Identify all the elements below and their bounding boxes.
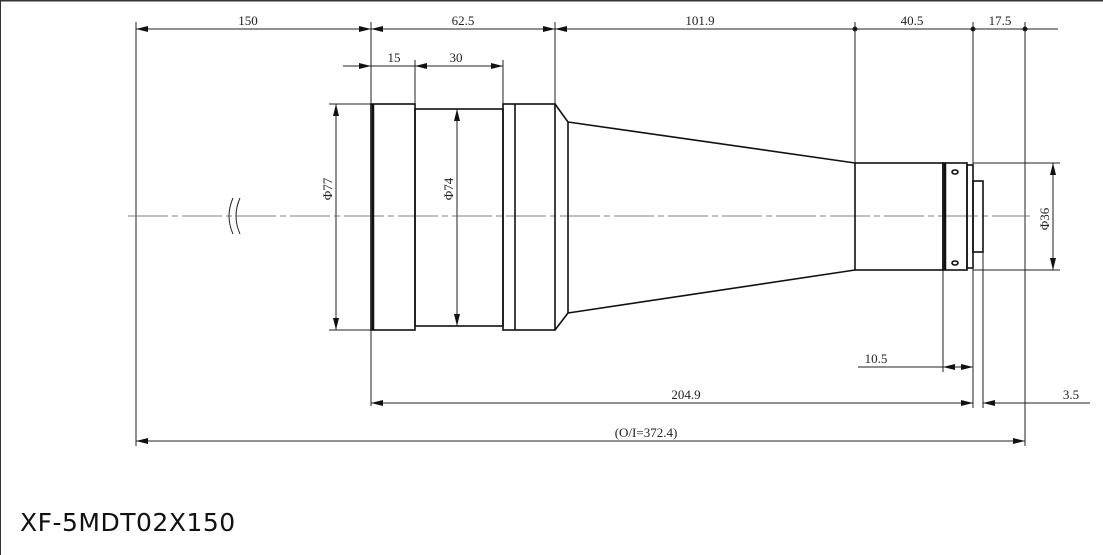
lens-body [370, 103, 984, 331]
dim-dia-74: Φ74 [441, 177, 456, 200]
dim-dia-36: Φ36 [1037, 207, 1052, 230]
dim-17-5: 17.5 [989, 13, 1012, 28]
dim-62-5: 62.5 [452, 13, 475, 28]
model-title: XF-5MDT02X150 [20, 508, 236, 537]
dim-3-5: 3.5 [1063, 387, 1079, 402]
break-symbol [228, 197, 241, 235]
extension-lines [135, 22, 1060, 446]
dim-101-9: 101.9 [685, 13, 714, 28]
dim-object-image: (O/I=372.4) [615, 425, 678, 440]
dimension-lines [136, 26, 1090, 444]
dim-204-9: 204.9 [671, 387, 700, 402]
dim-30: 30 [450, 50, 463, 65]
dim-150: 150 [238, 13, 258, 28]
dim-dia-77: Φ77 [320, 177, 335, 200]
dim-10-5: 10.5 [865, 351, 888, 366]
dim-15: 15 [388, 50, 401, 65]
dim-40-5: 40.5 [901, 13, 924, 28]
